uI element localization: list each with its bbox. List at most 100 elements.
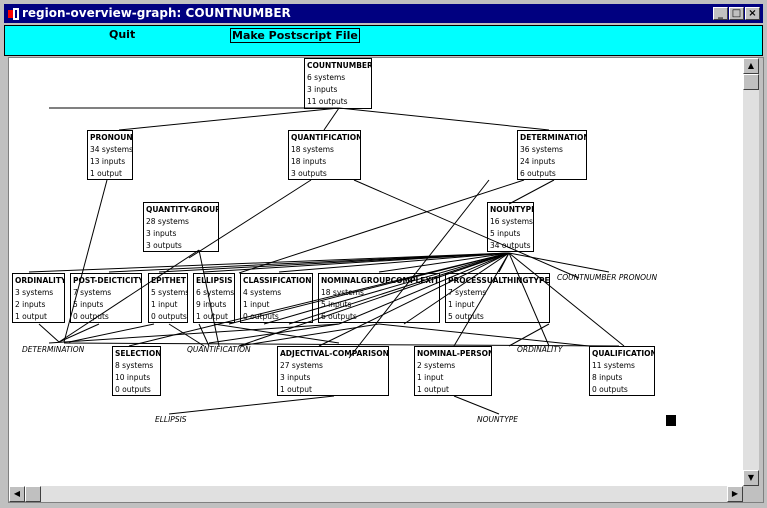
maximize-icon: □ [731, 8, 742, 19]
node-title: COUNTNUMBER [307, 61, 372, 70]
node-quantification[interactable]: QUANTIFICATION 18 systems 18 inputs 3 ou… [288, 130, 361, 180]
node-systems: 36 systems [520, 145, 563, 154]
app-icon [8, 8, 19, 20]
node-ordinality[interactable]: ORDINALITY 3 systems 2 inputs 1 output [12, 273, 65, 323]
node-pronoun[interactable]: PRONOUN 34 systems 13 inputs 1 output [87, 130, 133, 180]
label-determination: DETERMINATION [22, 345, 85, 354]
node-outputs: 34 outputs [490, 241, 531, 250]
node-title: POST-DEICTICITY [73, 276, 142, 285]
node-systems: 18 systems [321, 288, 364, 297]
node-inputs: 2 inputs [15, 300, 46, 309]
node-outputs: 0 outputs [592, 385, 628, 394]
node-title: ELLIPSIS [196, 276, 233, 285]
edge [38, 323, 60, 343]
scroll-down-button[interactable]: ▼ [743, 470, 759, 486]
node-systems: 7 systems [73, 288, 112, 297]
edge [168, 323, 205, 347]
edge [453, 252, 510, 347]
node-ellipsis[interactable]: ELLIPSIS 6 systems 9 inputs 1 output [193, 273, 235, 323]
node-outputs: 6 outputs [321, 312, 357, 321]
node-systems: 7 systems [448, 288, 487, 297]
vertical-scrollbar[interactable] [743, 58, 759, 486]
node-systems: 11 systems [592, 361, 635, 370]
node-nountype[interactable]: NOUNTYPE 16 systems 5 inputs 34 outputs [487, 202, 534, 252]
node-title: NOMINALGROUPCOMPLEXITY [321, 276, 440, 285]
node-qualification[interactable]: QUALIFICATION 11 systems 8 inputs 0 outp… [589, 346, 655, 396]
minimize-button[interactable]: _ [713, 7, 728, 20]
edge [128, 252, 510, 347]
quit-button[interactable]: Quit [109, 28, 136, 41]
edge [48, 323, 340, 344]
edge [508, 179, 555, 205]
node-outputs: 6 outputs [520, 169, 556, 178]
node-outputs: 0 outputs [151, 312, 187, 321]
scroll-corner [743, 486, 759, 502]
node-nominal-person[interactable]: NOMINAL-PERSON 2 systems 1 input 1 outpu… [414, 346, 492, 396]
edge [353, 179, 580, 279]
node-outputs: 11 outputs [307, 97, 348, 106]
edge [263, 252, 510, 325]
edge [278, 252, 510, 273]
horizontal-scrollbar[interactable] [9, 486, 743, 502]
node-selection[interactable]: SELECTION 8 systems 10 inputs 0 outputs [112, 346, 161, 396]
edge [288, 252, 510, 325]
edge [403, 252, 510, 325]
graph-canvas: COUNTNUMBER 6 systems 3 inputs 11 output… [9, 58, 743, 486]
scroll-left-button[interactable]: ◀ [9, 486, 25, 502]
window-title: region-overview-graph: COUNTNUMBER [22, 6, 291, 20]
label-countnumber-pronoun: COUNTNUMBER PRONOUN [557, 273, 658, 282]
node-inputs: 3 inputs [307, 85, 338, 94]
maximize-button[interactable]: □ [729, 7, 744, 20]
node-systems: 18 systems [291, 145, 334, 154]
arrow-left-icon: ◀ [13, 489, 21, 498]
node-title: QUANTIFICATION [291, 133, 361, 142]
scroll-right-button[interactable]: ▶ [727, 486, 743, 502]
node-classification[interactable]: CLASSIFICATION 4 systems 1 input 0 outpu… [240, 273, 313, 323]
node-post-deicticity[interactable]: POST-DEICTICITY 7 systems 5 inputs 0 out… [70, 273, 142, 323]
edge [203, 252, 510, 273]
edge [453, 395, 500, 415]
node-processualthingtype[interactable]: PROCESSUALTHINGTYPE 7 systems 1 input 5 … [445, 273, 550, 323]
node-determination[interactable]: DETERMINATION 36 systems 24 inputs 6 out… [517, 130, 587, 180]
node-systems: 4 systems [243, 288, 282, 297]
node-title: QUANTITY-GROUP [146, 205, 219, 214]
node-systems: 6 systems [307, 73, 346, 82]
node-epithet[interactable]: EPITHET 5 systems 1 input 0 outputs [148, 273, 188, 323]
node-inputs: 5 inputs [490, 229, 521, 238]
node-title: PRONOUN [90, 133, 133, 142]
node-adjectival-comparison[interactable]: ADJECTIVAL-COMPARISON 27 systems 3 input… [277, 346, 389, 396]
node-inputs: 5 inputs [73, 300, 104, 309]
close-icon: × [748, 8, 757, 19]
edge [198, 249, 220, 347]
edge [28, 252, 510, 273]
make-postscript-button[interactable]: Make Postscript File [230, 28, 360, 43]
edge [63, 342, 620, 347]
node-outputs: 1 output [15, 312, 47, 321]
node-nominalgroupcomplexity[interactable]: NOMINALGROUPCOMPLEXITY 18 systems 5 inpu… [318, 273, 440, 323]
edge [508, 252, 625, 347]
close-button[interactable]: × [745, 7, 760, 20]
scroll-up-button[interactable]: ▲ [743, 58, 759, 74]
node-systems: 34 systems [90, 145, 133, 154]
node-quantity-group[interactable]: QUANTITY-GROUP 28 systems 3 inputs 3 out… [143, 202, 219, 252]
node-inputs: 1 input [448, 300, 475, 309]
node-systems: 2 systems [417, 361, 456, 370]
graph-frame [8, 57, 764, 503]
edge [168, 395, 335, 415]
edge [508, 252, 610, 273]
graph-edges [28, 107, 625, 415]
edge [188, 179, 312, 259]
edge [508, 252, 550, 347]
node-outputs: 1 output [196, 312, 228, 321]
horizontal-scroll-thumb[interactable] [25, 486, 41, 502]
node-inputs: 13 inputs [90, 157, 126, 166]
vertical-scroll-thumb[interactable] [743, 74, 759, 90]
node-inputs: 1 input [243, 300, 270, 309]
label-quantification: QUANTIFICATION [187, 345, 251, 354]
node-systems: 27 systems [280, 361, 323, 370]
node-inputs: 3 inputs [280, 373, 311, 382]
node-inputs: 8 inputs [592, 373, 623, 382]
node-countnumber[interactable]: COUNTNUMBER 6 systems 3 inputs 11 output… [304, 58, 372, 109]
label-nountype: NOUNTYPE [477, 415, 519, 424]
